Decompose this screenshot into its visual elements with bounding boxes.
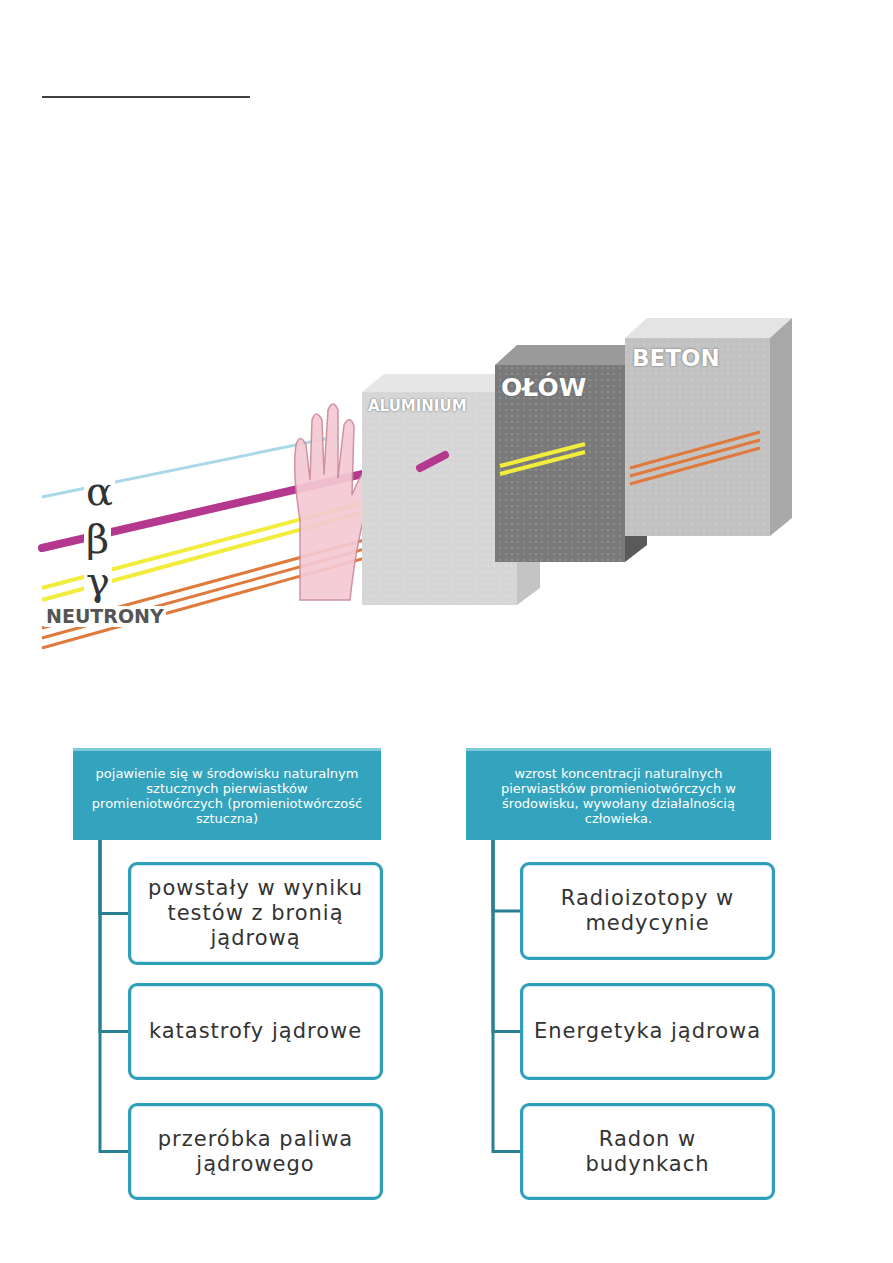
- concrete-block: [625, 338, 770, 536]
- box-text: katastrofy jądrowe: [149, 1019, 362, 1044]
- header-text: pojawienie się w środowisku naturalnym s…: [83, 766, 371, 826]
- neutron-ray: [630, 440, 760, 476]
- text-group: pojawienie się w środowisku naturalnym s…: [83, 766, 371, 826]
- header-text: wzrost koncentracji naturalnych pierwias…: [476, 766, 761, 826]
- neutron-ray: [630, 432, 760, 468]
- source-box: katastrofy jądrowe: [128, 983, 383, 1080]
- alpha-label: α: [84, 470, 115, 512]
- tree-connector: [100, 840, 128, 1032]
- source-box: Radioizotopy w medycynie: [520, 862, 775, 960]
- text-group: katastrofy jądrowe: [149, 1019, 362, 1044]
- title-underline: [42, 96, 250, 98]
- tree-connector: [493, 840, 520, 1032]
- gamma-label: γ: [84, 560, 112, 602]
- neutron-label: NEUTRONY: [44, 606, 166, 627]
- concrete-side: [770, 318, 792, 536]
- lead-block: [495, 365, 625, 562]
- text-group: Energetyka jądrowa: [534, 1019, 761, 1044]
- tree-connector: [100, 840, 128, 914]
- source-box: przeróbka paliwa jądrowego: [128, 1103, 383, 1200]
- lead-label: OŁÓW: [499, 374, 588, 401]
- box-text: przeróbka paliwa jądrowego: [141, 1127, 370, 1177]
- neutron-ray: [630, 448, 760, 484]
- text-group: wzrost koncentracji naturalnych pierwias…: [476, 766, 761, 826]
- text-group: Radon w budynkach: [533, 1127, 762, 1177]
- source-box: Energetyka jądrowa: [520, 983, 775, 1080]
- category-header: wzrost koncentracji naturalnych pierwias…: [466, 748, 771, 840]
- lead-top: [495, 345, 647, 365]
- tree-connector: [100, 840, 128, 1152]
- box-text: Energetyka jądrowa: [534, 1019, 761, 1044]
- text-group: Radioizotopy w medycynie: [533, 886, 762, 936]
- tree-connector: [493, 840, 520, 911]
- box-text: powstały w wyniku testów z bronią jądrow…: [141, 876, 370, 951]
- beta-ray: [420, 455, 445, 468]
- source-box: Radon w budynkach: [520, 1103, 775, 1200]
- concrete-label: BETON: [630, 346, 722, 371]
- source-box: powstały w wyniku testów z bronią jądrow…: [128, 862, 383, 965]
- aluminium-block: [362, 392, 517, 605]
- gamma-ray: [500, 452, 585, 474]
- text-group: przeróbka paliwa jądrowego: [141, 1127, 370, 1177]
- category-header: pojawienie się w środowisku naturalnym s…: [73, 748, 381, 840]
- aluminium-label: ALUMINIUM: [366, 398, 469, 415]
- concrete-top: [625, 318, 792, 338]
- box-text: Radioizotopy w medycynie: [533, 886, 762, 936]
- box-text: Radon w budynkach: [533, 1127, 762, 1177]
- text-group: powstały w wyniku testów z bronią jądrow…: [141, 876, 370, 951]
- tree-connector: [493, 840, 520, 1152]
- beta-label: β: [84, 518, 111, 560]
